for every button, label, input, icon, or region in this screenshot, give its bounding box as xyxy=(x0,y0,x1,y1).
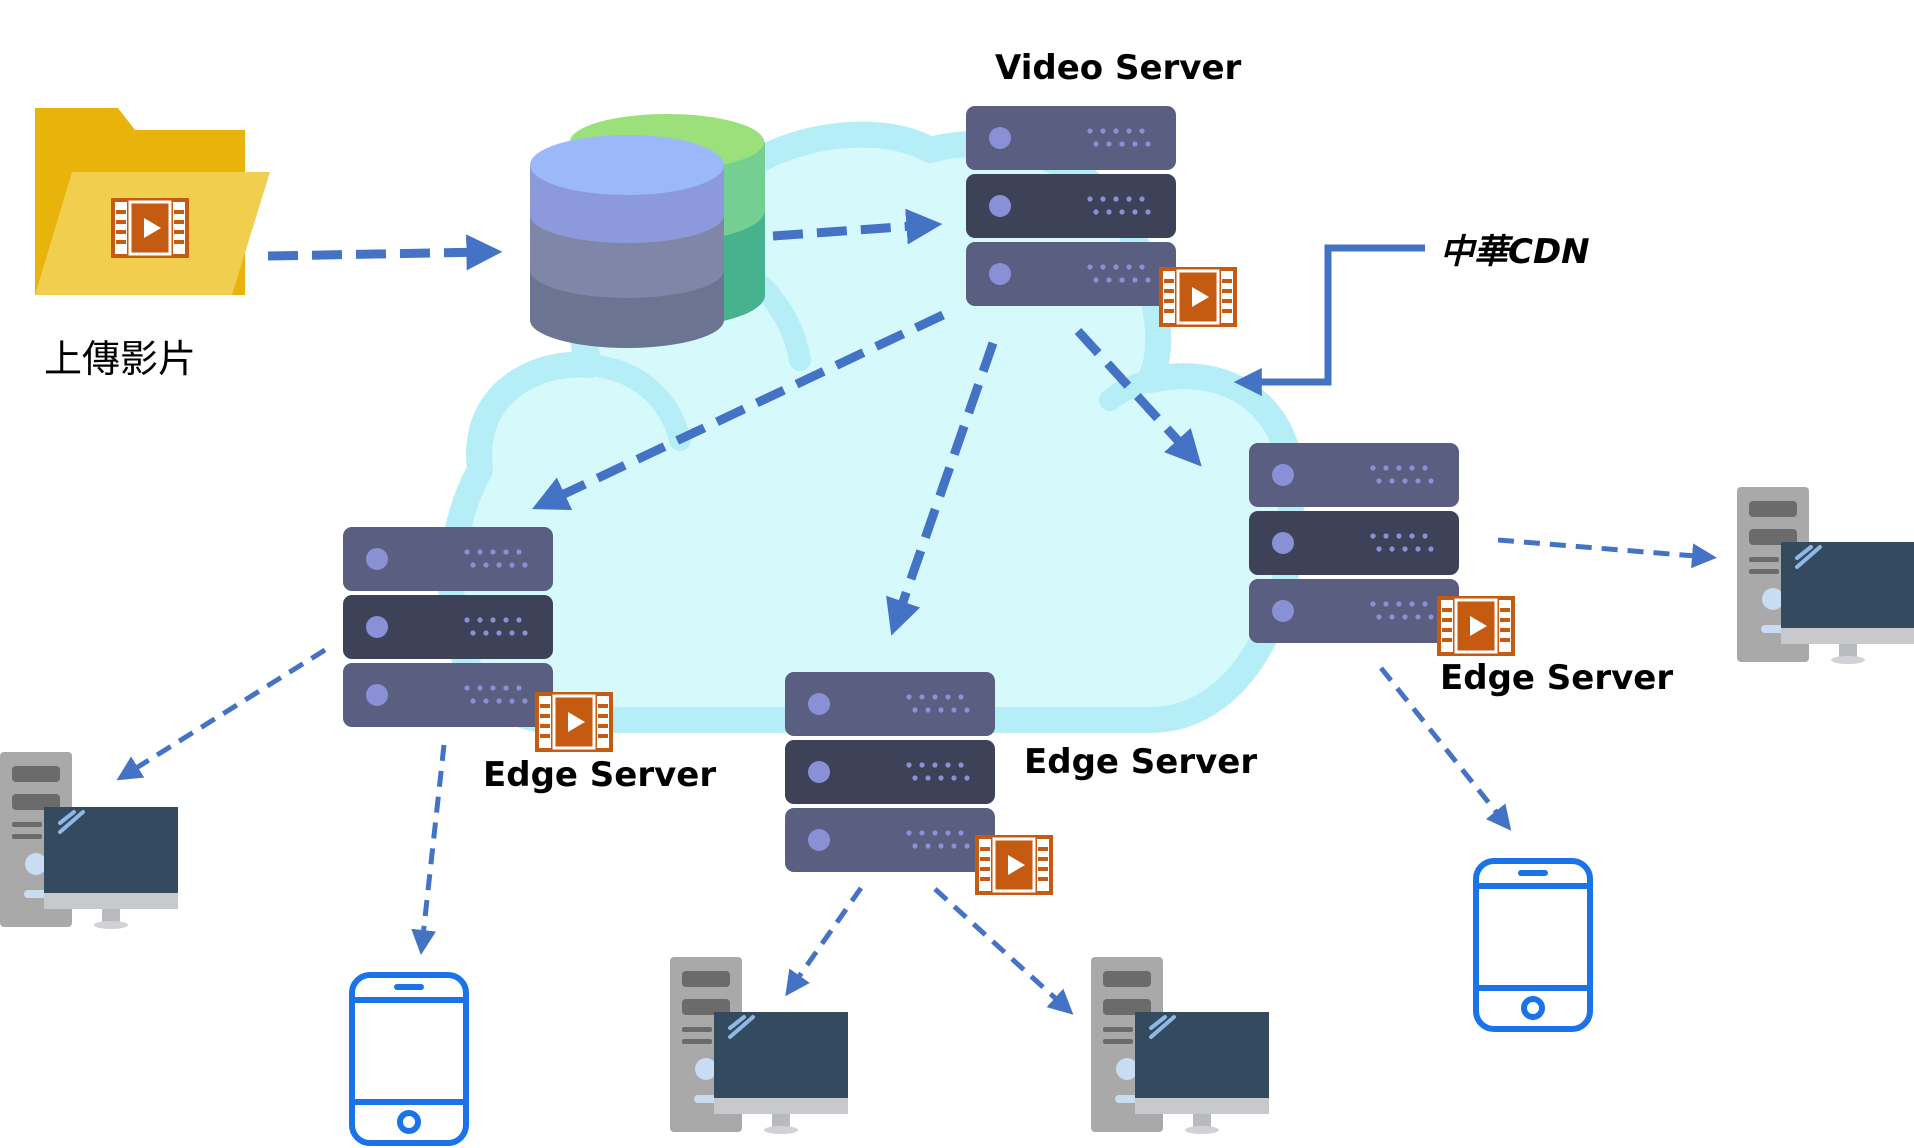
edge-server-left-label: Edge Server xyxy=(483,755,717,795)
database-icon xyxy=(530,114,765,348)
arrow-edge-left-to-phone xyxy=(411,744,447,955)
desktop-computer-icon xyxy=(0,750,180,931)
desktop-computer-icon xyxy=(668,955,850,1136)
cdn-label: 中華CDN xyxy=(1440,232,1590,272)
arrow-edge-right-to-phone xyxy=(1379,666,1512,831)
arrow-video-to-edge-mid xyxy=(886,341,998,636)
arrow-edge-left-to-desktop xyxy=(116,647,327,781)
video-film-icon xyxy=(533,690,615,754)
desktop-computer-icon xyxy=(1089,955,1271,1136)
edge-server-mid-label: Edge Server xyxy=(1024,742,1258,782)
upload-video-label: 上傳影片 xyxy=(44,337,197,381)
video-film-icon xyxy=(973,833,1055,897)
folder-video-icon xyxy=(35,108,270,295)
edge-server-right-rack xyxy=(1249,443,1517,658)
arrow-video-to-edge-left xyxy=(531,310,945,511)
video-film-icon xyxy=(1435,594,1517,658)
arrows xyxy=(116,208,1717,1015)
edge-server-right-label: Edge Server xyxy=(1440,658,1674,698)
arrow-video-to-edge-right xyxy=(1074,327,1202,467)
smartphone-icon xyxy=(1476,861,1590,1029)
arrow-folder-to-db xyxy=(267,234,503,271)
arrow-edge-right-to-desktop xyxy=(1497,537,1717,569)
video-server-label: Video Server xyxy=(995,48,1242,88)
smartphone-icon xyxy=(352,975,466,1143)
desktop-computer-icon xyxy=(1735,485,1914,666)
cdn-connector-line xyxy=(1233,244,1425,396)
arrow-edge-mid-to-desktop-2 xyxy=(933,887,1074,1015)
arrow-db-to-video-server xyxy=(772,208,943,245)
arrow-edge-mid-to-desktop xyxy=(785,886,864,997)
video-film-icon xyxy=(1157,265,1239,329)
video-server-rack xyxy=(966,106,1239,329)
